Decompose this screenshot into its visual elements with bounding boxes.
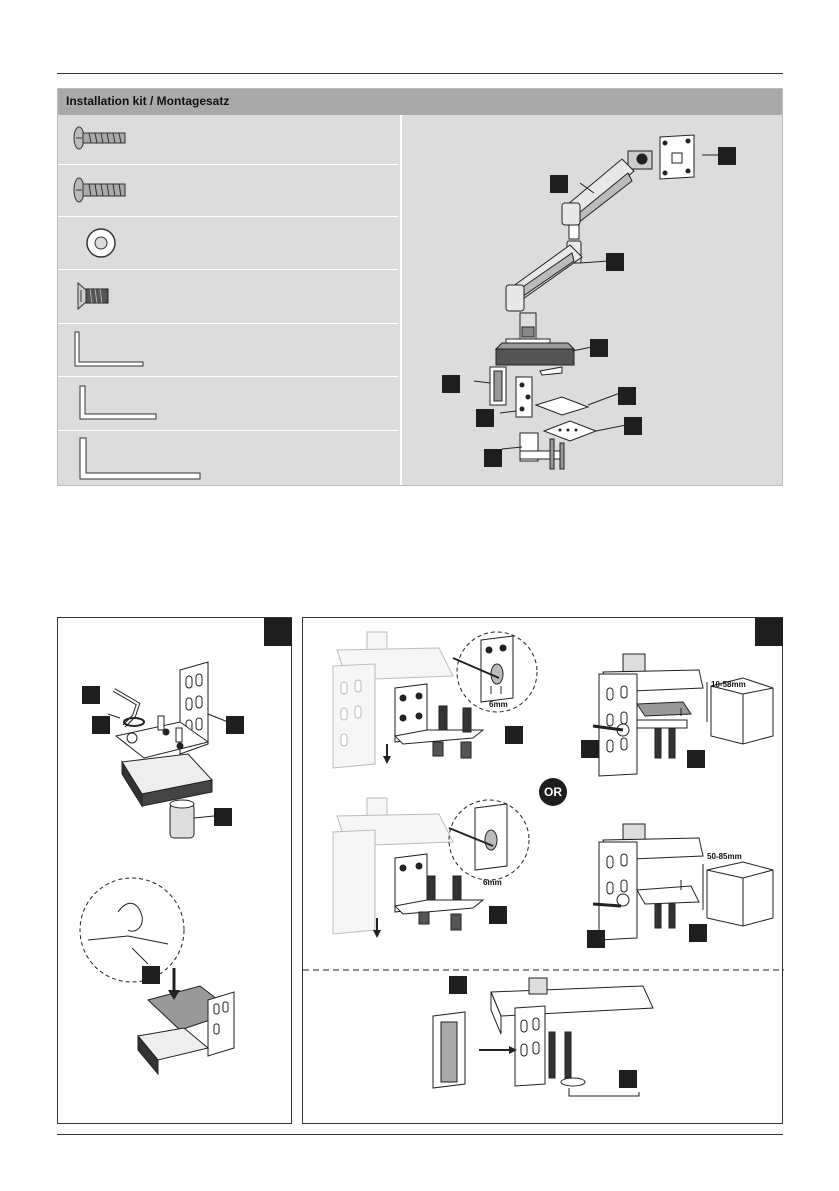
top-rule [57,73,783,74]
part-badge-cable-cover [442,375,460,393]
kit-title: Installation kit / Montagesatz [66,94,229,108]
part-badge-lower-clamp [484,449,502,467]
washer-icon [83,224,123,264]
kit-header: Installation kit / Montagesatz [58,89,782,115]
bottom-rule [57,1134,783,1135]
step-1-badge-base [214,808,232,826]
installation-kit-panel: Installation kit / Montagesatz [57,88,783,486]
part-badge-lower-arm [606,253,624,271]
step-2-badge-top-hex-key [581,740,599,758]
step-2-badge-cable-cover [449,976,467,994]
large-hex-key-icon [78,436,218,482]
dim-bottom-6mm: 6mm [483,878,502,887]
part-badge-clamp-bracket [476,409,494,427]
step-2-badge-top-clamp [505,726,523,744]
part-badge-upper-arm [550,175,568,193]
step-2-badge-final-hex-key [619,1070,637,1088]
step-1-badge-bracket [226,716,244,734]
dim-top-6mm: 6mm [489,700,508,709]
part-row-short-screw [58,165,398,217]
step-1-badge-pad [142,966,160,984]
step-2-badge-bottom-clamp [489,906,507,924]
short-screw-icon [73,175,133,209]
monitor-arm-exploded-illustration [402,115,784,485]
step-2-badge-top-pad [687,750,705,768]
part-row-washer [58,217,398,270]
step-1-badge-hex-key [82,686,100,704]
desk-range-10-58mm: 10-58mm [711,680,746,689]
or-badge: OR [539,778,567,806]
small-hex-key-icon [73,330,163,370]
part-row-countersunk-screw [58,270,398,324]
part-row-large-hex-key [58,431,398,485]
step-2-clamp-illustration [303,618,784,1125]
desk-range-50-85mm: 50-85mm [707,852,742,861]
step-1-panel [57,617,292,1124]
part-row-long-screw [58,115,398,165]
exploded-arm-diagram [400,115,784,485]
part-row-small-hex-key [58,324,398,377]
part-badge-vesa-plate [718,147,736,165]
countersunk-screw-icon [76,280,136,314]
step-2-badge-bottom-pad [689,924,707,942]
part-badge-pad [618,387,636,405]
step-2-panel: 6mm 10-58mm OR 6mm 50-85mm [302,617,783,1124]
part-row-medium-hex-key [58,377,398,431]
part-badge-base [590,339,608,357]
part-badge-pad-plate [624,417,642,435]
medium-hex-key-icon [78,384,178,424]
step-2-badge-bottom-hex-key [587,930,605,948]
step-1-badge-washer [92,716,110,734]
long-screw-icon [73,125,133,155]
parts-list [58,115,398,485]
